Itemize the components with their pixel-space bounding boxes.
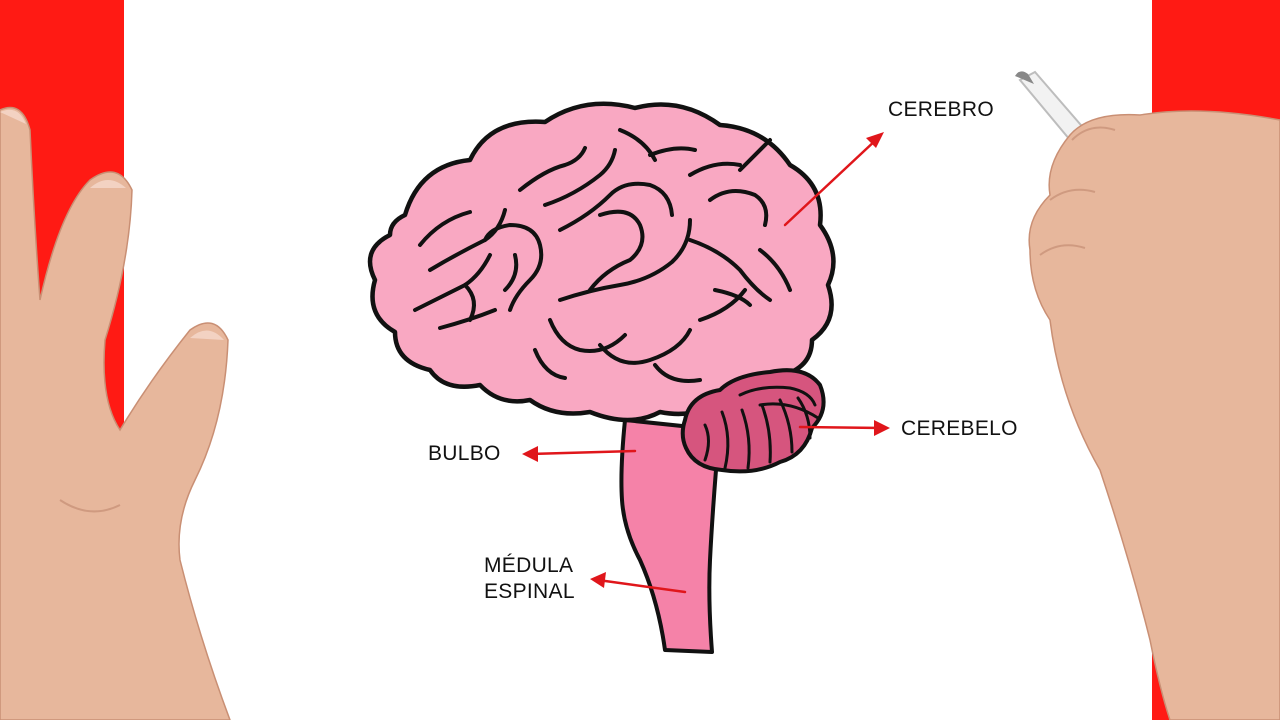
arrow-bulbo bbox=[530, 451, 635, 454]
right-hand-with-marker bbox=[1015, 71, 1280, 720]
label-medula-espinal: MÉDULA ESPINAL bbox=[484, 553, 575, 605]
label-cerebelo: CEREBELO bbox=[901, 416, 1018, 442]
label-medula-line1: MÉDULA bbox=[484, 553, 575, 579]
arrowhead-bulbo bbox=[522, 446, 538, 462]
label-cerebro: CEREBRO bbox=[888, 97, 994, 123]
left-hand bbox=[0, 108, 230, 720]
label-bulbo: BULBO bbox=[428, 441, 501, 467]
label-medula-line2: ESPINAL bbox=[484, 579, 575, 605]
arrowhead-medula bbox=[590, 572, 606, 588]
arrowhead-cerebelo bbox=[874, 420, 890, 436]
arrow-cerebelo bbox=[800, 427, 883, 428]
